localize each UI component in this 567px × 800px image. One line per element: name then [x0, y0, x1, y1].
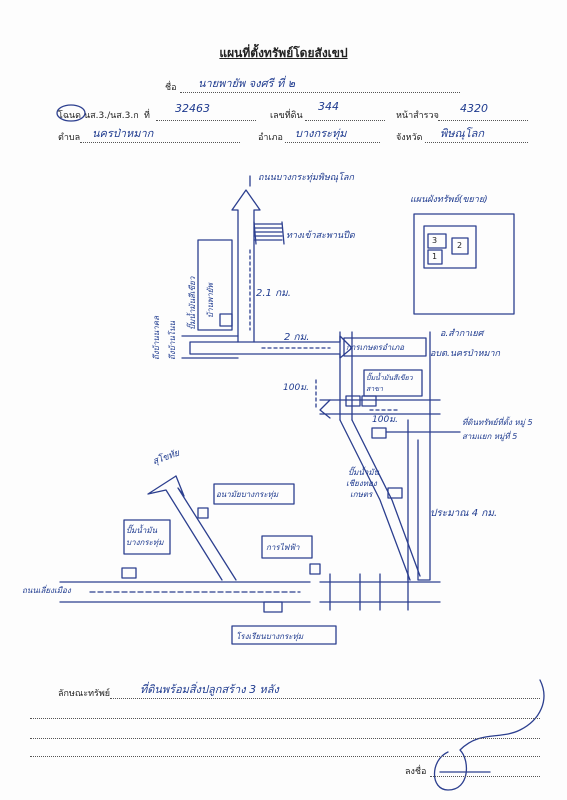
name-label: ชื่อ [165, 83, 177, 93]
label-pole-office: อบต.นครป่าหมาก [430, 349, 500, 359]
label-gas-left-1: ปั๊มน้ำมัน [126, 526, 158, 535]
district: บางกระทุ่ม [295, 127, 347, 140]
label-gas-top: ปั๊มน้ำมันสีเขียว [188, 276, 197, 330]
deed-circle [56, 104, 86, 122]
house-box [197, 239, 233, 331]
label-target-2: สามแยก หมู่ที่ 5 [462, 432, 518, 441]
east-road [189, 335, 353, 359]
label-bridge: ทางเข้าสะพานปีด [286, 231, 355, 241]
label-gas-left-2: บางกระทุ่ม [126, 538, 164, 547]
label-power-office: การไฟฟ้า [266, 543, 300, 552]
signature [434, 679, 545, 791]
label-inset-1: 1 [432, 252, 438, 261]
label-gas-right-2: เชียงทอง [346, 479, 377, 488]
survey-no: 4320 [460, 102, 488, 115]
land-no-label: เลขที่ดิน [270, 111, 303, 121]
label-left-bottom-road: ถนนเลี่ยงเมือง [22, 586, 71, 595]
inset-box [413, 213, 515, 315]
sign-label: ลงชื่อ [405, 767, 427, 777]
deed-type-label: นส.3./นส.3.ก [84, 111, 139, 121]
label-gas-mid: ปั๊มน้ำมันสีเขียว สาขา [366, 374, 413, 393]
label-inset-2: 2 [457, 241, 463, 250]
label-gas-right-3: เกษตร [350, 490, 373, 499]
deed-number-label: ที่ [144, 111, 150, 121]
label-km-2-1: 2.1 กม. [256, 288, 291, 299]
property-label: ลักษณะทรัพย์ [58, 689, 111, 699]
south-east-road [417, 331, 431, 581]
survey-label: หน้าสำรวจ [396, 111, 439, 121]
target-parcel-marker [371, 427, 387, 439]
label-km-2: 2 กม. [284, 332, 310, 343]
bridge-hatch [253, 221, 285, 245]
subdistrict-label: ตำบล [58, 133, 81, 143]
label-inset-3: 3 [432, 236, 438, 245]
page-title: แผนที่ตั้งทรัพย์โดยสังเขป [219, 46, 348, 60]
label-target-1: ที่ดินทรัพย์ที่ตั้ง หมู่ 5 [462, 418, 533, 427]
label-school: โรงเรียนบางกระทุ่ม [236, 632, 304, 641]
province: พิษณุโลก [440, 127, 485, 140]
deed-label: โฉนด [58, 111, 81, 121]
name-line [180, 92, 460, 93]
owner-name: นายพายัพ จงศรี ที่ ๒ [198, 77, 295, 90]
province-label: จังหวัด [396, 133, 423, 143]
property-value: ที่ดินพร้อมสิ่งปลูกสร้าง 3 หลัง [140, 683, 279, 696]
label-north-road: ถนนบางกระทุ่มพิษณุโลก [258, 173, 354, 183]
label-agri-office: การเกษตรอำเภอ [346, 343, 405, 352]
label-house: บ้านพายัพ [206, 283, 215, 318]
label-village-head: อ.สำกาเยศ [440, 329, 484, 339]
label-100m-b: 100ม. [372, 415, 398, 425]
label-100m-a: 100ม. [283, 383, 309, 393]
label-approx-4km: ประมาณ 4 กม. [430, 508, 498, 519]
land-no: 344 [318, 100, 339, 113]
label-gas-right-1: ปั๊มน้ำมัน [348, 468, 380, 477]
label-left-b: ถึงบ้านโนน [168, 320, 177, 360]
district-label: อำเภอ [258, 133, 283, 143]
label-health-center: อนามัยบางกระทุ่ม [216, 490, 279, 499]
deed-number: 32463 [175, 102, 210, 115]
north-road [231, 189, 261, 343]
label-left-a: ถึงบ้านนาคล [152, 315, 161, 360]
subdistrict: นครป่าหมาก [92, 127, 154, 140]
label-inset-title: แผนผังทรัพย์(ขยาย) [410, 195, 488, 205]
